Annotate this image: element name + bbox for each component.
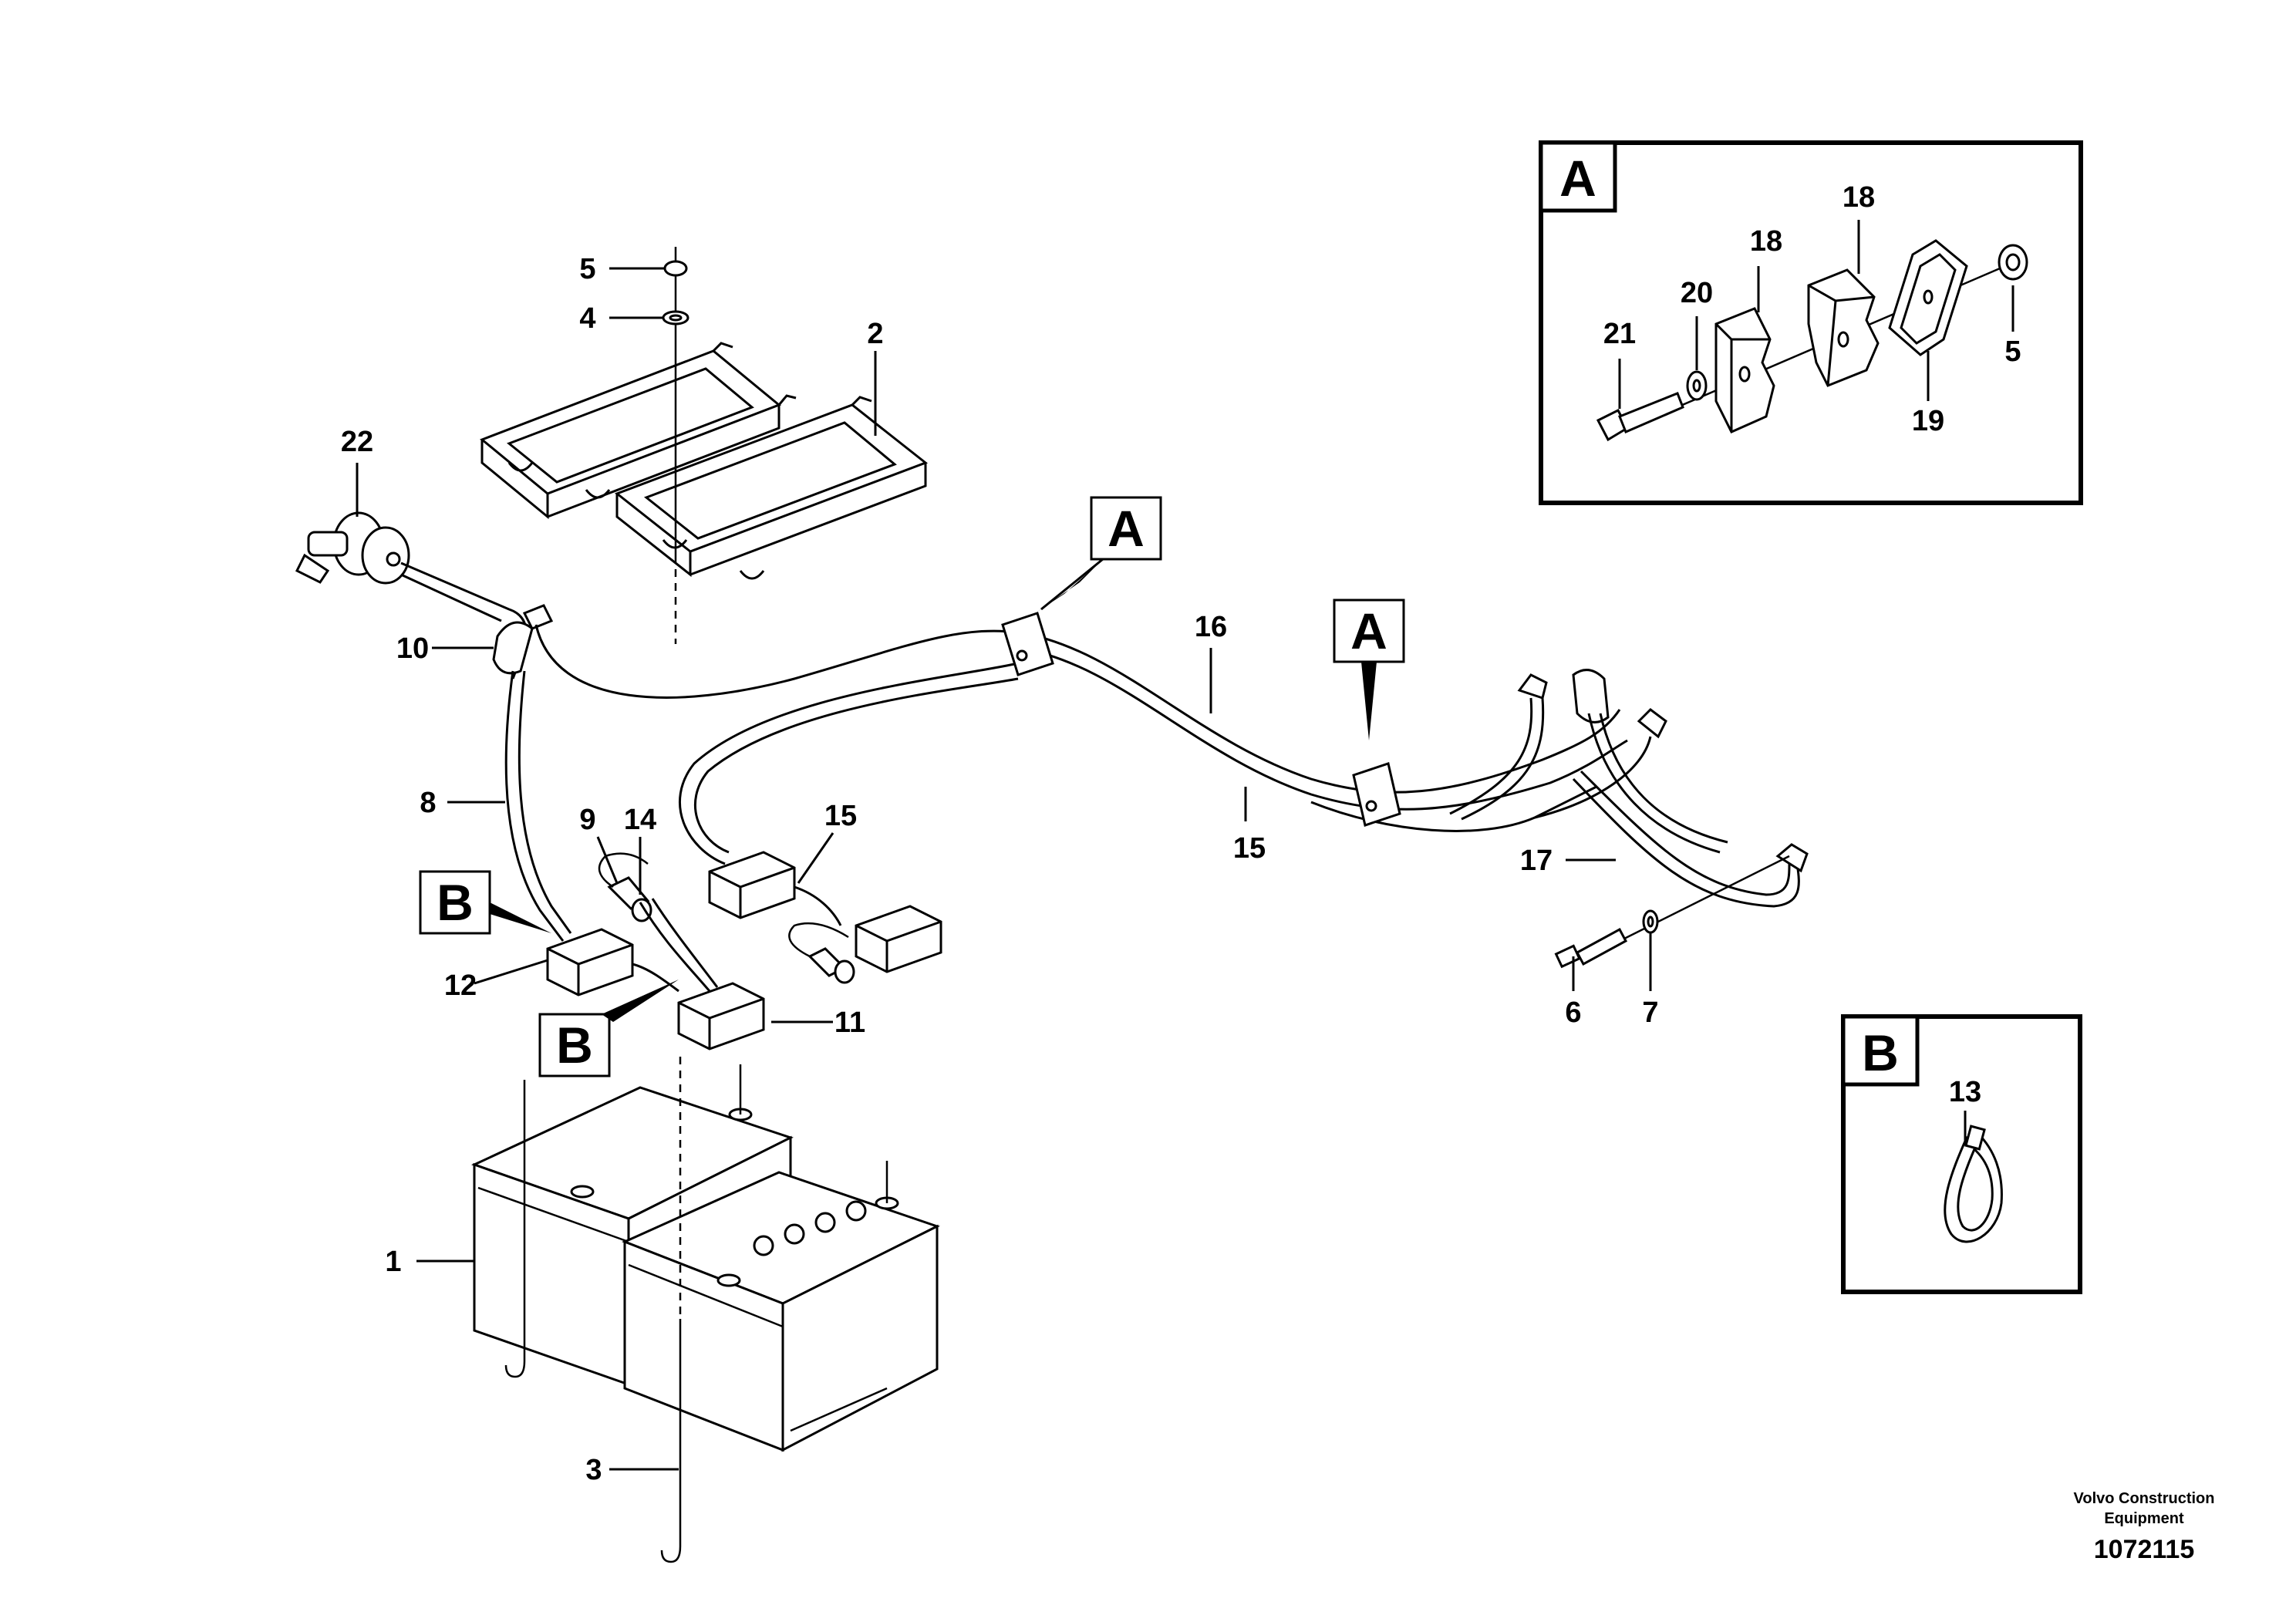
cable-16 (534, 624, 1621, 794)
cable-terminals-right (1449, 669, 1809, 908)
hold-down-rod (660, 1319, 682, 1563)
svg-text:B: B (437, 874, 474, 931)
callout-15-lower: 15 (1233, 832, 1266, 865)
harness-clamp-a2 (1352, 762, 1401, 827)
clamp-half-18-front (1714, 307, 1775, 433)
bolt-6 (1554, 855, 1790, 969)
callout-2: 2 (867, 318, 883, 350)
callout-13: 13 (1949, 1076, 1981, 1108)
detail-b-panel: B 13 (1841, 1014, 2082, 1294)
connector-box-15-upper (708, 851, 796, 919)
figure-number: 1072115 (2093, 1535, 2195, 1564)
flag-a-1: A (1037, 496, 1162, 612)
washer-7 (1642, 909, 1659, 934)
plate-19 (1888, 239, 1968, 356)
fuse-holder-15 (788, 922, 855, 984)
leader-lines (356, 267, 1652, 1471)
callout-21: 21 (1603, 318, 1636, 350)
detail-a-letter: A (1559, 150, 1596, 207)
battery-front (622, 1161, 940, 1452)
clamp-half-18-rear (1807, 268, 1880, 387)
callout-5: 5 (579, 253, 595, 285)
footer-brand-line1: Volvo Construction (2073, 1490, 2215, 1507)
callout-1: 1 (385, 1246, 401, 1278)
cable-15 (679, 662, 1019, 865)
tray-fastener (662, 247, 689, 644)
callout-19: 19 (1912, 405, 1944, 437)
connector-box-11 (677, 982, 765, 1050)
cable-lug-10 (492, 604, 554, 675)
battery-tray (480, 342, 929, 580)
flag-a-2: A (1333, 599, 1405, 740)
callout-17: 17 (1520, 845, 1553, 877)
svg-text:B: B (556, 1017, 593, 1074)
callout-20: 20 (1681, 277, 1713, 309)
callout-14: 14 (624, 804, 656, 836)
callout-6: 6 (1565, 996, 1581, 1029)
flag-b-2: B (538, 980, 679, 1077)
connector-box-15-lower (855, 905, 942, 973)
harness-clamp-a1 (1001, 612, 1054, 676)
detail-b-letter: B (1862, 1024, 1899, 1081)
washer-20 (1686, 370, 1708, 401)
callout-3: 3 (585, 1454, 602, 1486)
detail-a-panel: A (1539, 140, 2083, 505)
cable-10-parallel (400, 573, 502, 622)
svg-text:A: A (1108, 500, 1145, 557)
callout-9: 9 (579, 804, 595, 836)
callout-12: 12 (444, 969, 477, 1002)
flag-b-1: B (419, 870, 551, 935)
battery-main-switch (295, 511, 410, 585)
callout-5-detail: 5 (2004, 336, 2021, 368)
fuse-9 (598, 852, 652, 922)
callout-16: 16 (1195, 611, 1227, 643)
callout-11: 11 (834, 1007, 865, 1039)
svg-text:A: A (1350, 602, 1387, 659)
callout-7: 7 (1642, 996, 1658, 1029)
hold-down-rod (504, 1080, 526, 1378)
nut-5-detail (1998, 244, 2028, 281)
callout-4: 4 (579, 302, 595, 335)
cable-8 (504, 670, 565, 942)
callout-18-front: 18 (1750, 225, 1782, 258)
connector-box-12 (546, 928, 634, 996)
cable-14 (639, 902, 711, 992)
callout-18-rear: 18 (1843, 181, 1875, 214)
footer-brand-line2: Equipment (2104, 1510, 2184, 1527)
cable-17 (1580, 770, 1791, 896)
callout-10: 10 (396, 632, 429, 665)
cable-tie-13 (1944, 1125, 2003, 1243)
callout-15-upper: 15 (824, 800, 857, 832)
callout-22: 22 (341, 426, 373, 458)
callout-8: 8 (420, 787, 436, 819)
